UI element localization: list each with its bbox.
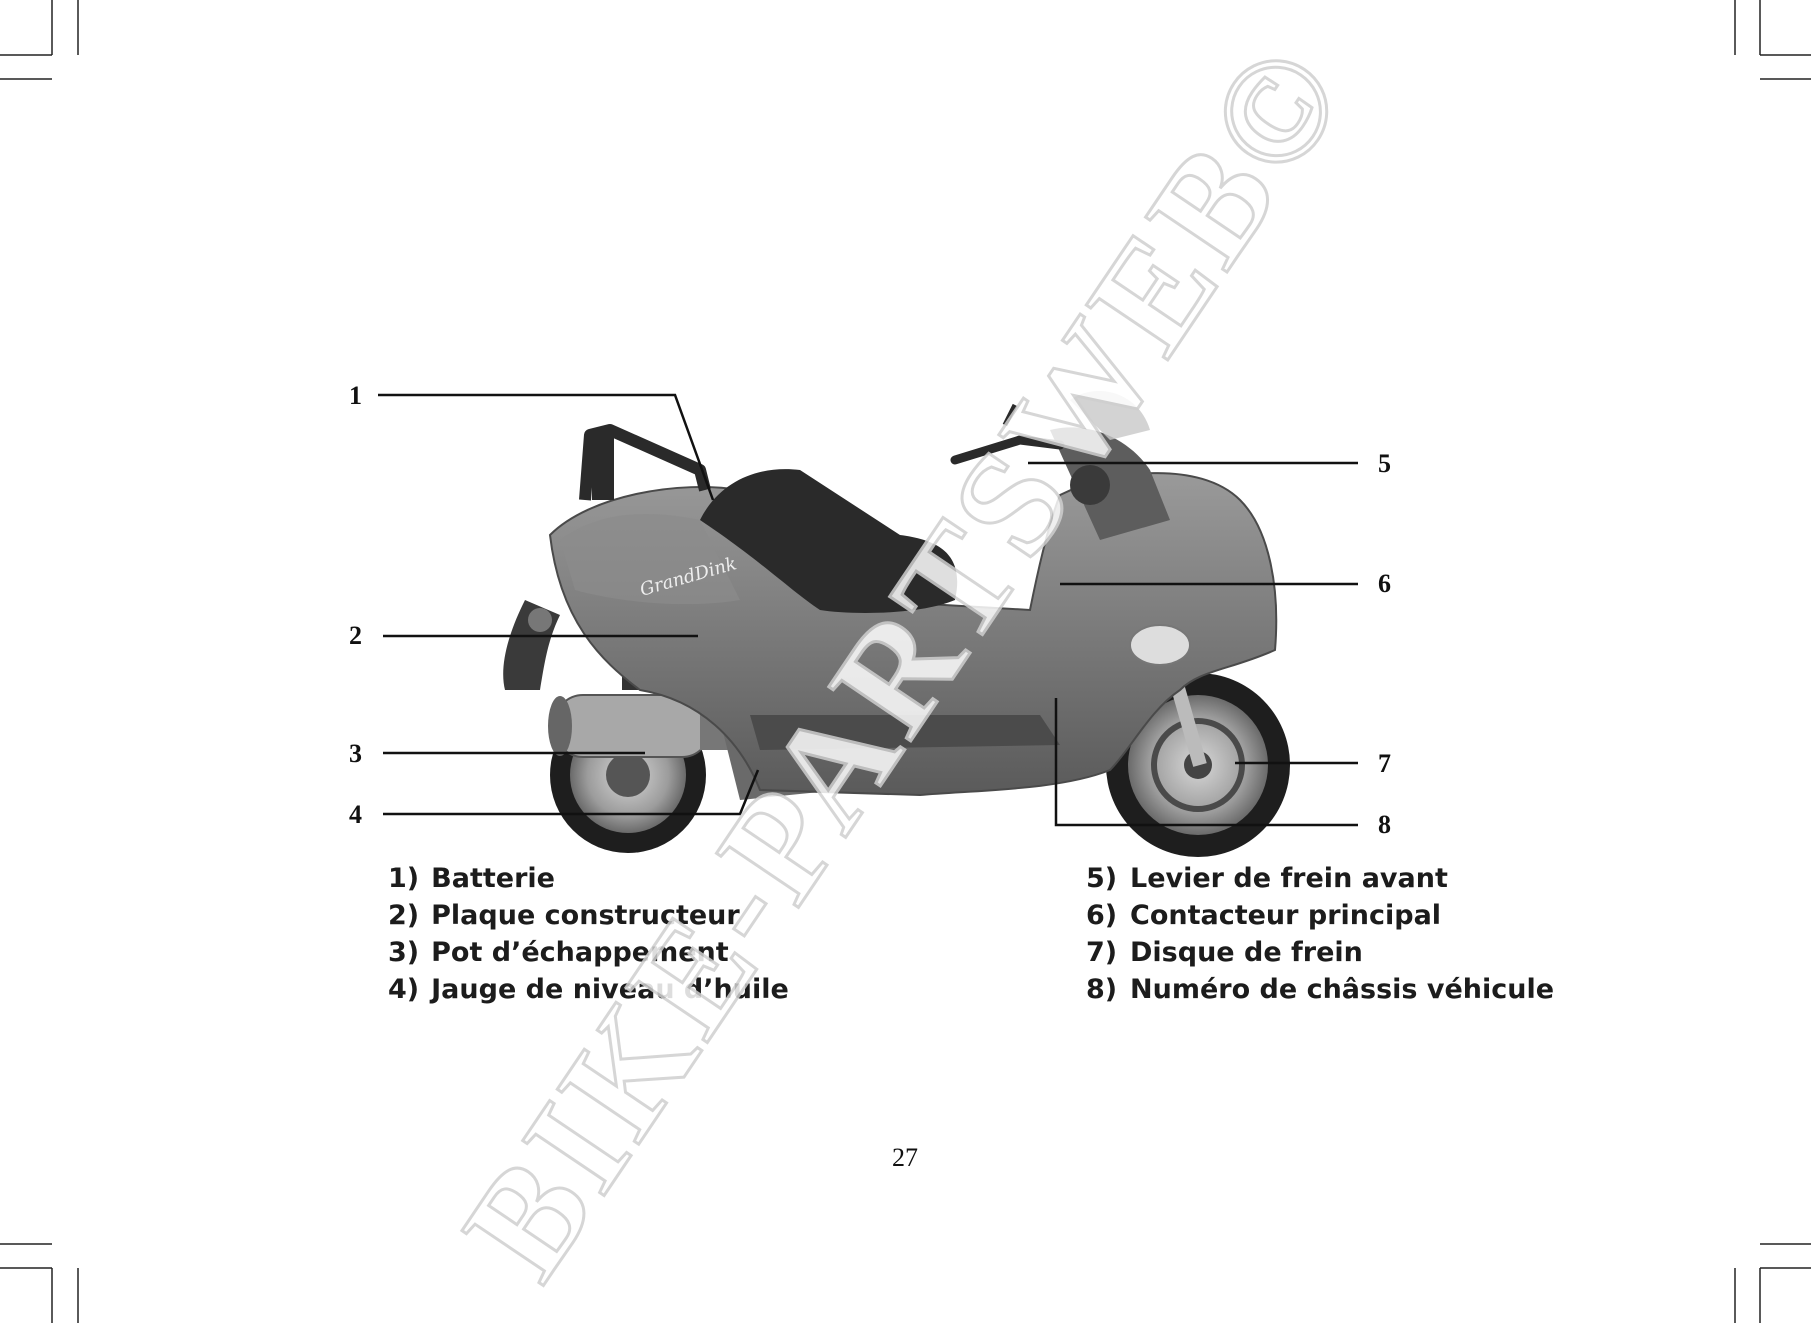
leader-1 <box>378 393 715 501</box>
speedo-cover <box>1070 465 1110 505</box>
legend-item-2: 2) Plaque constructeur <box>388 897 789 934</box>
callout-number-1: 1 <box>349 381 362 410</box>
floorboard <box>750 715 1060 750</box>
mirror-stem <box>1002 403 1018 427</box>
legend-item-label: Batterie <box>431 863 555 894</box>
leader-4 <box>383 769 760 816</box>
callout-number-8: 8 <box>1378 810 1391 839</box>
legend-item-label: Levier de frein avant <box>1130 863 1448 894</box>
legend-item-number: 3) <box>388 937 420 968</box>
leader-8 <box>1054 698 1358 827</box>
callout-number-3: 3 <box>349 739 362 768</box>
legend-item-label: Numéro de châssis véhicule <box>1130 974 1555 1005</box>
legend-item-8: 8) Numéro de châssis véhicule <box>1086 971 1554 1008</box>
legend-item-label: Pot d’échappement <box>431 937 729 968</box>
callout-number-5: 5 <box>1378 449 1391 478</box>
legend-item-5: 5) Levier de frein avant <box>1086 860 1554 897</box>
legend-item-6: 6) Contacteur principal <box>1086 897 1554 934</box>
legend-item-label: Contacteur principal <box>1130 900 1442 931</box>
legend-item-number: 1) <box>388 863 420 894</box>
legend-item-7: 7) Disque de frein <box>1086 934 1554 971</box>
headlamp <box>1129 624 1191 666</box>
side-panel <box>560 514 740 605</box>
callout-number-4: 4 <box>349 800 362 829</box>
rear-light <box>528 608 552 632</box>
legend-item-number: 8) <box>1086 974 1118 1005</box>
handlebar <box>950 435 1065 465</box>
backrest <box>592 430 614 500</box>
legend-right: 5) Levier de frein avant 6) Contacteur pri… <box>1086 860 1554 1008</box>
legend-item-number: 4) <box>388 974 420 1005</box>
legend-item-number: 2) <box>388 900 420 931</box>
callout-number-2: 2 <box>349 621 362 650</box>
callout-number-6: 6 <box>1378 569 1391 598</box>
legend-item-number: 7) <box>1086 937 1118 968</box>
seat <box>700 469 958 613</box>
legend-item-number: 5) <box>1086 863 1118 894</box>
legend-item-label: Jauge de niveau d’huile <box>431 974 789 1005</box>
legend-item-3: 3) Pot d’échappement <box>388 934 789 971</box>
legend-item-label: Disque de frein <box>1130 937 1363 968</box>
legend-item-number: 6) <box>1086 900 1118 931</box>
callout-number-7: 7 <box>1378 749 1391 778</box>
legend-item-4: 4) Jauge de niveau d’huile <box>388 971 789 1008</box>
legend-item-1: 1) Batterie <box>388 860 789 897</box>
front-shield <box>1050 427 1170 540</box>
page-number: 27 <box>892 1143 918 1172</box>
legend-item-label: Plaque constructeur <box>431 900 740 931</box>
legend-left: 1) Batterie 2) Plaque constructeur 3) Pot d… <box>388 860 789 1008</box>
windscreen <box>1070 391 1150 440</box>
